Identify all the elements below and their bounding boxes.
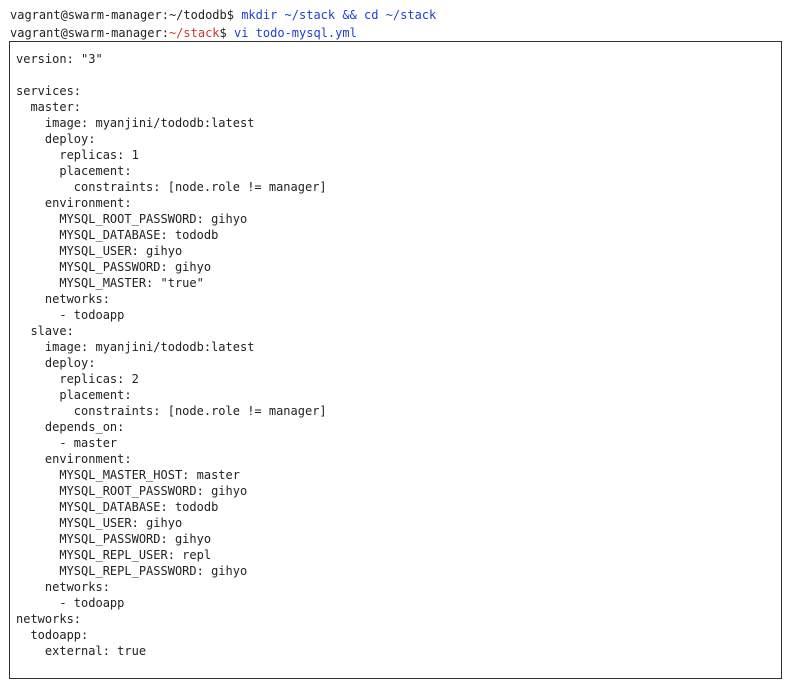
yaml-line: - master (16, 436, 118, 450)
yaml-line: slave: (16, 324, 74, 338)
yaml-line: MYSQL_DATABASE: tododb (16, 228, 219, 242)
yaml-line: constraints: [node.role != manager] (16, 180, 327, 194)
yaml-line: environment: (16, 452, 132, 466)
yaml-line: external: true (16, 644, 147, 658)
yaml-line: environment: (16, 196, 132, 210)
yaml-line: - todoapp (16, 596, 125, 610)
yaml-line: networks: (16, 292, 110, 306)
yaml-line: deploy: (16, 132, 96, 146)
shell-prompt-path: ~/stack (168, 26, 220, 40)
prompt-line-vi: vagrant@swarm-manager:~/stack$ vi todo-m… (10, 24, 786, 42)
yaml-line: master: (16, 100, 82, 114)
yaml-line: MYSQL_MASTER: "true" (16, 276, 204, 290)
yaml-line: MYSQL_REPL_PASSWORD: gihyo (16, 564, 248, 578)
shell-command: vi todo-mysql.yml (234, 26, 357, 40)
yaml-line: version: "3" (16, 52, 103, 66)
yaml-line: replicas: 2 (16, 372, 139, 386)
yaml-line: MYSQL_ROOT_PASSWORD: gihyo (16, 484, 248, 498)
yaml-line: MYSQL_ROOT_PASSWORD: gihyo (16, 212, 248, 226)
yaml-line: MYSQL_PASSWORD: gihyo (16, 532, 212, 546)
yaml-line: MYSQL_REPL_USER: repl (16, 548, 212, 562)
yaml-line: deploy: (16, 356, 96, 370)
shell-prompt-dollar: $ (219, 26, 227, 40)
yaml-line: placement: (16, 164, 132, 178)
yaml-line: image: myanjini/tododb:latest (16, 116, 255, 130)
yaml-line: networks: (16, 612, 82, 626)
yaml-line: todoapp: (16, 628, 89, 642)
yaml-line: MYSQL_DATABASE: tododb (16, 500, 219, 514)
yaml-line: - todoapp (16, 308, 125, 322)
shell-prompt: vagrant@swarm-manager:~/tododb$ (10, 8, 234, 22)
yaml-line: placement: (16, 388, 132, 402)
yaml-line: depends_on: (16, 420, 125, 434)
yaml-line: MYSQL_PASSWORD: gihyo (16, 260, 212, 274)
yaml-file-content: version: "3" services: master: image: mya… (9, 41, 782, 679)
yaml-line: networks: (16, 580, 110, 594)
yaml-line: image: myanjini/tododb:latest (16, 340, 255, 354)
yaml-line (16, 67, 781, 83)
yaml-line: MYSQL_MASTER_HOST: master (16, 468, 240, 482)
shell-prompt-user-host: vagrant@swarm-manager: (10, 26, 169, 40)
terminal-output: vagrant@swarm-manager:~/tododb$ mkdir ~/… (10, 6, 786, 42)
yaml-line: MYSQL_USER: gihyo (16, 516, 183, 530)
yaml-line: services: (16, 84, 82, 98)
yaml-line: replicas: 1 (16, 148, 139, 162)
shell-command: mkdir ~/stack && cd ~/stack (241, 8, 437, 22)
yaml-line: constraints: [node.role != manager] (16, 404, 327, 418)
yaml-line: MYSQL_USER: gihyo (16, 244, 183, 258)
prompt-line-mkdir: vagrant@swarm-manager:~/tododb$ mkdir ~/… (10, 6, 786, 24)
